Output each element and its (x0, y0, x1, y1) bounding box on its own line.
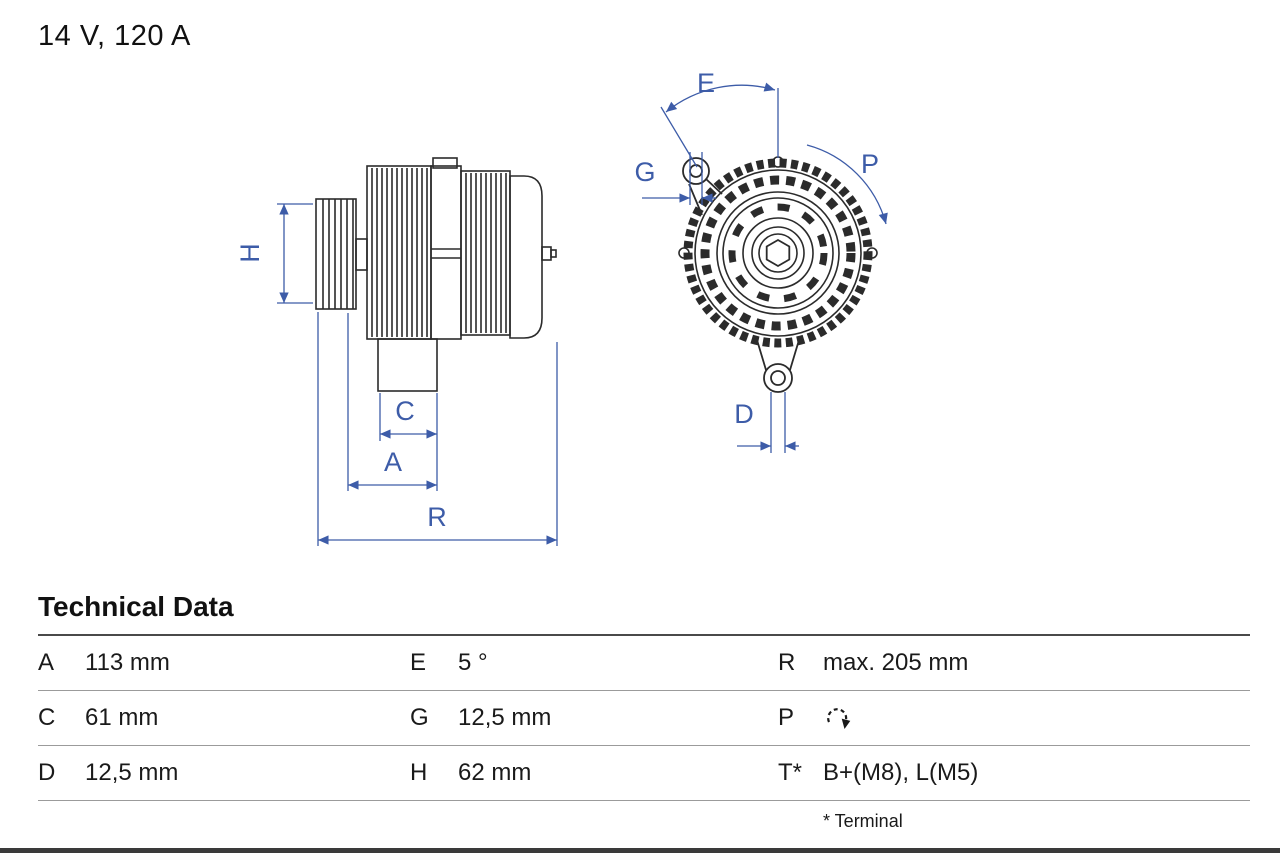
alternator-body (366, 157, 557, 340)
dim-value-cell: B+(M8), L(M5) (823, 759, 979, 786)
dim-label-c: C (395, 396, 415, 426)
mounting-foot (377, 338, 438, 392)
rotation-direction-cell (823, 699, 1250, 738)
dim-key-cell: P (778, 704, 795, 731)
dim-key-cell: A (38, 649, 55, 676)
dim-key-cell: R (778, 649, 796, 676)
dim-value-cell: 5 ° (458, 649, 488, 676)
dim-label-a: A (384, 447, 402, 477)
table-row: C 61 mm G 12,5 mm P (38, 691, 1250, 746)
dim-label-d: D (734, 399, 754, 429)
alternator-front-view (678, 156, 878, 393)
dim-value-cell: 61 mm (85, 704, 159, 731)
rotation-clockwise-icon (823, 703, 855, 731)
technical-data-title: Technical Data (38, 591, 234, 622)
dim-key-cell: C (38, 704, 56, 731)
dim-label-r: R (427, 502, 447, 532)
dim-key-cell: H (410, 759, 428, 786)
dim-label-e: E (697, 68, 715, 98)
bottom-mounting-lug (756, 339, 800, 393)
dim-key-cell: E (410, 649, 427, 676)
side-view-dimensions (277, 203, 558, 546)
voltage-current-rating: 14 V, 120 A (38, 20, 191, 52)
technical-data-table: A 113 mm E 5 ° R max. 205 mm C 61 mm G 1… (38, 634, 1250, 801)
dim-value-cell: 113 mm (85, 649, 170, 676)
dim-value-cell: 12,5 mm (85, 759, 179, 786)
terminal-footnote: * Terminal (823, 811, 903, 831)
bottom-divider (0, 848, 1280, 853)
dim-key-cell: T* (778, 759, 802, 786)
dim-value-cell: max. 205 mm (823, 649, 969, 676)
dim-value-cell: 62 mm (458, 759, 532, 786)
dim-label-g: G (634, 157, 655, 187)
table-row: A 113 mm E 5 ° R max. 205 mm (38, 636, 1250, 691)
dim-key-cell: D (38, 759, 56, 786)
alternator-side-view (315, 157, 557, 392)
shaft-hex-nut (765, 238, 791, 268)
table-row: D 12,5 mm H 62 mm T* B+(M8), L(M5) (38, 746, 1250, 801)
dim-value-cell: 12,5 mm (458, 704, 552, 731)
front-view-dimensions (642, 82, 888, 453)
dim-label-p: P (861, 149, 879, 179)
dim-label-h: H (235, 243, 265, 263)
technical-data-section: Technical Data A 113 mm E 5 ° R max. 205… (0, 588, 1280, 832)
pulley (315, 198, 368, 310)
dim-key-cell: G (410, 704, 429, 731)
alternator-technical-drawing: H C A R (235, 68, 888, 546)
